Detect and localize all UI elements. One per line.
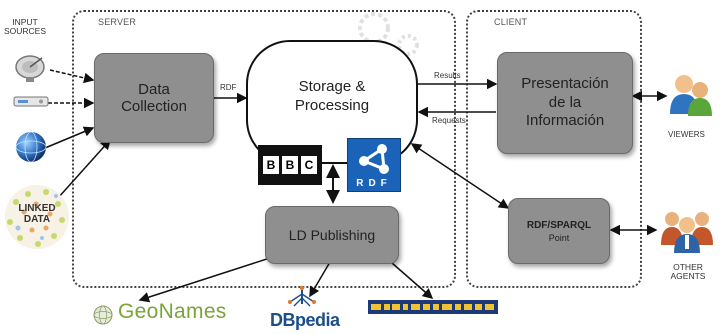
linked-data-label: LINKED DATA	[18, 203, 56, 225]
arrow-storage-sparql	[410, 143, 510, 209]
satellite-dish-icon	[15, 55, 45, 82]
presentation-label: Presentación de la Información	[521, 74, 609, 130]
linked-data-cloud-icon	[5, 185, 69, 249]
rdf-sparql-subtitle: Point	[548, 232, 570, 243]
arrow-publishing-dbpedia	[309, 261, 331, 298]
rdf-sparql-title: RDF/SPARQL	[526, 219, 592, 231]
data-collection-label: Data Collection	[121, 81, 187, 115]
server-label: SERVER	[98, 17, 137, 27]
arrow-linkeddata-to-collection	[57, 138, 112, 199]
rdf-edge-label: RDF	[220, 83, 237, 92]
bbc-letter-b1: B	[263, 156, 279, 174]
viewers-icon	[670, 75, 712, 116]
rdf-logo: RDF	[347, 138, 401, 192]
globe-icon	[15, 131, 47, 163]
requests-edge-label: Requests	[432, 116, 466, 125]
receiver-device-icon	[13, 96, 49, 107]
storage-label: Storage & Processing	[294, 78, 370, 114]
geonames-globe-icon	[93, 305, 113, 325]
viewers-label: VIEWERS	[668, 130, 705, 139]
geonames-logo: GeoNames	[118, 300, 227, 323]
ld-publishing-box: LD Publishing	[265, 206, 399, 264]
client-label: CLIENT	[494, 17, 528, 27]
input-sources-label: INPUT SOURCES	[3, 17, 47, 37]
bbc-letter-c: C	[301, 156, 317, 174]
data-collection-box: Data Collection	[94, 53, 214, 143]
rdf-graph-icon	[359, 144, 389, 174]
results-edge-label: Results	[434, 71, 461, 80]
rdf-sparql-point-box: RDF/SPARQL Point	[508, 198, 610, 264]
dbpedia-logo-icon	[288, 285, 316, 307]
musicbrainz-logo	[368, 300, 498, 314]
presentation-box: Presentación de la Información	[497, 52, 633, 154]
arrow-dish-to-collection	[49, 69, 95, 84]
ld-publishing-label: LD Publishing	[288, 227, 376, 243]
other-agents-label: OTHER AGENTS	[670, 262, 706, 282]
dbpedia-logo: DBpedia	[270, 310, 340, 330]
other-agents-icon	[661, 212, 713, 253]
bbc-letter-b2: B	[282, 156, 298, 174]
arrow-publishing-geonames	[138, 255, 277, 303]
arrow-globe-to-collection	[44, 126, 95, 149]
bbc-logo: B B C	[258, 145, 322, 185]
rdf-logo-text: RDF	[356, 178, 392, 189]
